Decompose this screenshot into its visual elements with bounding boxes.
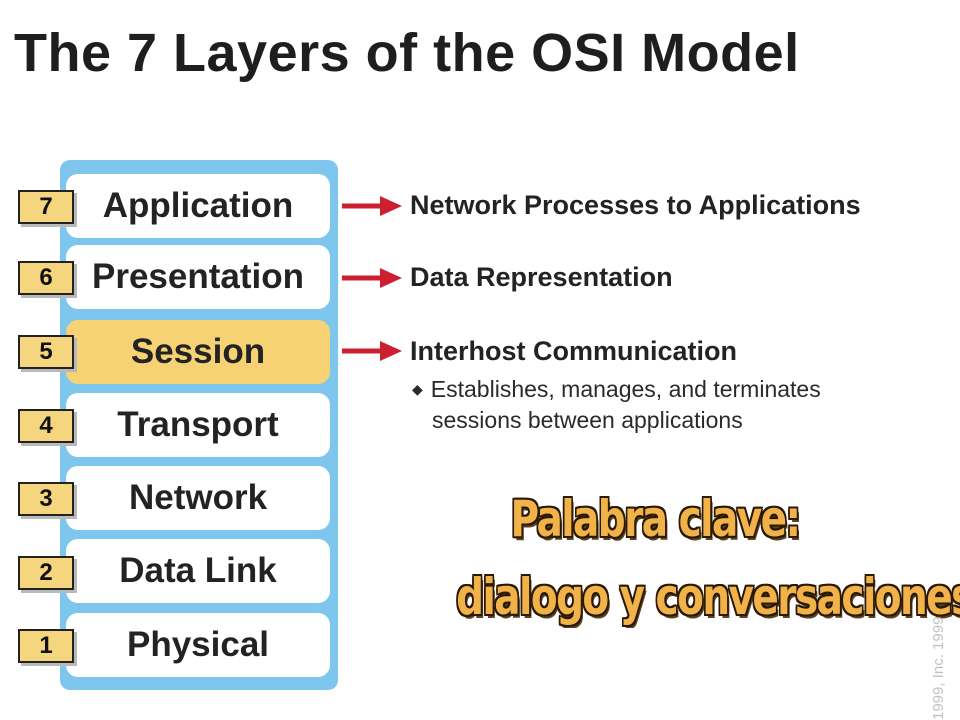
arrow-right-icon	[342, 341, 402, 361]
layer-data-link: Data Link	[66, 539, 330, 603]
layer-number-5: 5	[18, 335, 74, 369]
layer-application: Application	[66, 174, 330, 238]
layer-physical: Physical	[66, 613, 330, 677]
bullet-diamond-icon: ◆	[412, 381, 423, 397]
session-bullet-line2: sessions between applications	[432, 407, 743, 433]
layer-number-6: 6	[18, 261, 74, 295]
description-session: Interhost Communication	[410, 336, 738, 366]
arrow-right-icon	[342, 196, 402, 216]
layer-network: Network	[66, 466, 330, 530]
layer-number-7: 7	[18, 190, 74, 224]
layer-number-1: 1	[18, 629, 74, 663]
page-title: The 7 Layers of the OSI Model	[14, 23, 800, 83]
copyright-note: 1999, Inc. 1999	[930, 616, 947, 720]
keyword-line2: dialogo y conversaciones	[456, 568, 960, 626]
layer-number-2: 2	[18, 556, 74, 590]
layer-transport: Transport	[66, 393, 330, 457]
layer-session: Session	[66, 320, 330, 384]
description-application: Network Processes to Applications	[410, 190, 861, 220]
layer-number-3: 3	[18, 482, 74, 516]
session-bullet: ◆ Establishes, manages, and terminates se…	[412, 374, 821, 436]
layer-presentation: Presentation	[66, 245, 330, 309]
keyword-line1: Palabra clave:	[510, 490, 801, 548]
description-presentation: Data Representation	[410, 262, 673, 292]
layer-number-4: 4	[18, 409, 74, 443]
arrow-right-icon	[342, 268, 402, 288]
session-bullet-line1: Establishes, manages, and terminates	[430, 376, 821, 402]
